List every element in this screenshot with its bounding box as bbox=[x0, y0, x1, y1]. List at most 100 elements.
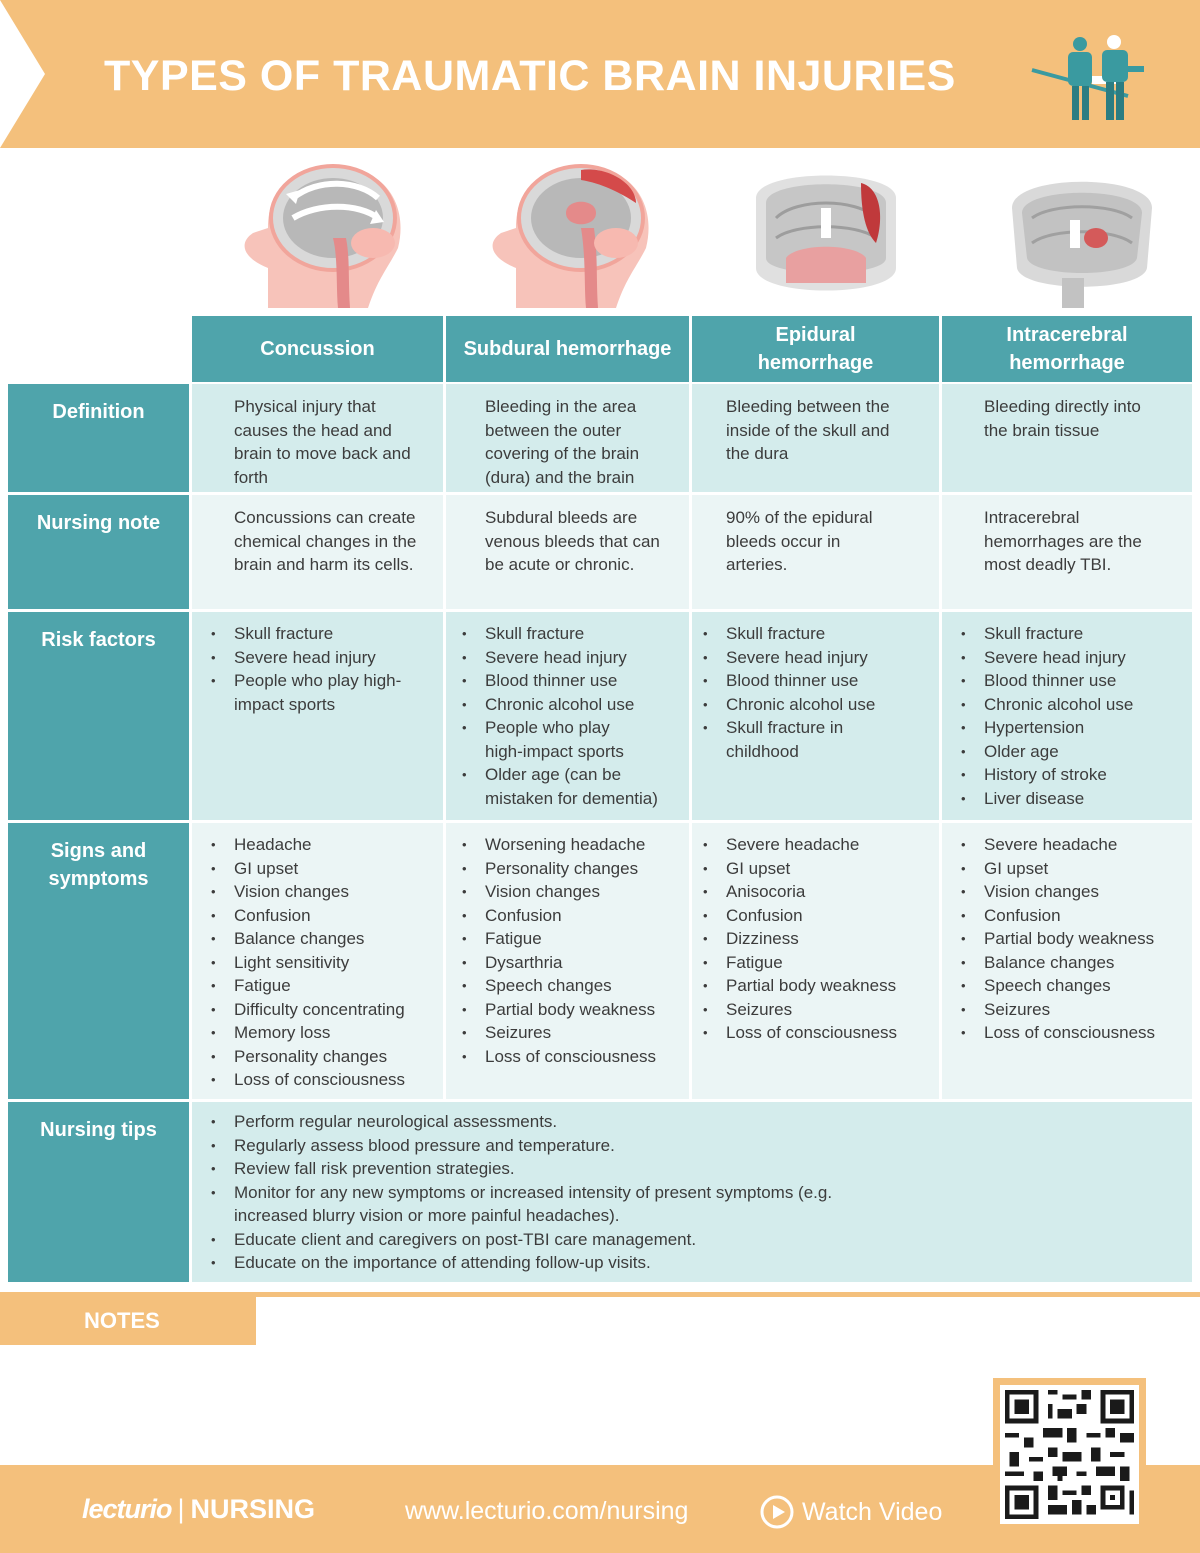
watch-video-link[interactable]: Watch Video bbox=[760, 1494, 942, 1530]
list-item: Loss of consciousness bbox=[942, 1021, 1192, 1045]
list-item: People who play high-impact sports bbox=[192, 669, 443, 716]
list-item: Confusion bbox=[942, 904, 1192, 928]
row-header-risk-factors: Risk factors bbox=[8, 612, 189, 820]
list-item: Older age (can be mistaken for dementia) bbox=[443, 763, 689, 810]
definition-intracerebral: Bleeding directly into the brain tissue bbox=[942, 384, 1192, 492]
list-item: Severe headache bbox=[684, 833, 939, 857]
concussion-illustration bbox=[244, 164, 401, 308]
col-header-epidural: Epidural hemorrhage bbox=[692, 316, 939, 382]
list-item: Severe head injury bbox=[192, 646, 443, 670]
list-item: Vision changes bbox=[942, 880, 1192, 904]
list-item: Blood thinner use bbox=[443, 669, 689, 693]
list-item: Confusion bbox=[684, 904, 939, 928]
medical-staff-icon bbox=[1031, 35, 1144, 120]
signs-epidural: Severe headache GI upset Anisocoria Conf… bbox=[692, 823, 939, 1099]
list-item: GI upset bbox=[192, 857, 443, 881]
subdural-illustration bbox=[492, 164, 649, 308]
qr-code[interactable] bbox=[993, 1378, 1146, 1531]
list-item: Fatigue bbox=[192, 974, 443, 998]
list-item: Seizures bbox=[942, 998, 1192, 1022]
chevron-decoration bbox=[0, 0, 45, 148]
list-item: Chronic alcohol use bbox=[443, 693, 689, 717]
qr-code-image bbox=[1000, 1385, 1139, 1524]
col-header-concussion: Concussion bbox=[192, 316, 443, 382]
epidural-illustration bbox=[756, 175, 896, 291]
list-item: Confusion bbox=[192, 904, 443, 928]
risk-factors-concussion: Skull fracture Severe head injury People… bbox=[192, 612, 443, 820]
col-header-intracerebral: Intracerebral hemorrhage bbox=[942, 316, 1192, 382]
list-item: Loss of consciousness bbox=[192, 1068, 443, 1092]
list-item: Educate on the importance of attending f… bbox=[192, 1251, 1192, 1275]
row-header-definition: Definition bbox=[8, 384, 189, 492]
list-item: Chronic alcohol use bbox=[942, 693, 1192, 717]
signs-subdural: Worsening headache Personality changes V… bbox=[446, 823, 689, 1099]
play-circle-icon bbox=[760, 1495, 794, 1529]
list-item: Severe head injury bbox=[684, 646, 939, 670]
list-item: Speech changes bbox=[443, 974, 689, 998]
row-header-nursing-tips: Nursing tips bbox=[8, 1102, 189, 1282]
list-item: People who play high-impact sports bbox=[443, 716, 689, 763]
list-item: Loss of consciousness bbox=[684, 1021, 939, 1045]
notes-label: NOTES bbox=[0, 1297, 256, 1345]
list-item: Confusion bbox=[443, 904, 689, 928]
list-item: Skull fracture bbox=[192, 622, 443, 646]
list-item: Partial body weakness bbox=[942, 927, 1192, 951]
page-title: TYPES OF TRAUMATIC BRAIN INJURIES bbox=[104, 52, 956, 100]
list-item: GI upset bbox=[942, 857, 1192, 881]
list-item: Severe head injury bbox=[942, 646, 1192, 670]
list-item: Educate client and caregivers on post-TB… bbox=[192, 1228, 1192, 1252]
header-banner: TYPES OF TRAUMATIC BRAIN INJURIES bbox=[0, 0, 1200, 148]
list-item: Headache bbox=[192, 833, 443, 857]
list-item: Review fall risk prevention strategies. bbox=[192, 1157, 1192, 1181]
list-item: Balance changes bbox=[192, 927, 443, 951]
watch-video-label: Watch Video bbox=[802, 1497, 943, 1526]
signs-intracerebral: Severe headache GI upset Vision changes … bbox=[942, 823, 1192, 1099]
list-item: Skull fracture bbox=[684, 622, 939, 646]
list-item: Chronic alcohol use bbox=[684, 693, 939, 717]
nursing-tips-list: Perform regular neurological assessments… bbox=[192, 1102, 1192, 1282]
list-item: Severe head injury bbox=[443, 646, 689, 670]
list-item: Skull fracture in childhood bbox=[684, 716, 939, 763]
list-item: GI upset bbox=[684, 857, 939, 881]
brand-separator: | bbox=[177, 1494, 185, 1524]
brand-name: lecturio bbox=[82, 1494, 173, 1524]
list-item: Perform regular neurological assessments… bbox=[192, 1110, 1192, 1134]
definition-concussion: Physical injury that causes the head and… bbox=[192, 384, 443, 492]
signs-concussion: Headache GI upset Vision changes Confusi… bbox=[192, 823, 443, 1099]
list-item: Fatigue bbox=[684, 951, 939, 975]
nursing-note-intracerebral: Intracerebral hemorrhages are the most d… bbox=[942, 495, 1192, 609]
col-header-subdural: Subdural hemorrhage bbox=[446, 316, 689, 382]
nursing-note-concussion: Concussions can create chemical changes … bbox=[192, 495, 443, 609]
list-item: Worsening headache bbox=[443, 833, 689, 857]
list-item: Personality changes bbox=[192, 1045, 443, 1069]
list-item: Seizures bbox=[443, 1021, 689, 1045]
brand-suffix: NURSING bbox=[190, 1494, 316, 1524]
list-item: Dysarthria bbox=[443, 951, 689, 975]
list-item: Personality changes bbox=[443, 857, 689, 881]
list-item: Partial body weakness bbox=[684, 974, 939, 998]
list-item: Blood thinner use bbox=[942, 669, 1192, 693]
list-item: Skull fracture bbox=[942, 622, 1192, 646]
nursing-note-subdural: Subdural bleeds are venous bleeds that c… bbox=[446, 495, 689, 609]
notes-divider bbox=[0, 1292, 1200, 1297]
list-item: Vision changes bbox=[192, 880, 443, 904]
list-item: Skull fracture bbox=[443, 622, 689, 646]
list-item: History of stroke bbox=[942, 763, 1192, 787]
row-header-nursing-note: Nursing note bbox=[8, 495, 189, 609]
risk-factors-epidural: Skull fracture Severe head injury Blood … bbox=[692, 612, 939, 820]
website-link[interactable]: www.lecturio.com/nursing bbox=[405, 1497, 689, 1525]
brand-logo[interactable]: lecturio|NURSING bbox=[82, 1494, 315, 1525]
list-item: Vision changes bbox=[443, 880, 689, 904]
list-item: Anisocoria bbox=[684, 880, 939, 904]
list-item: Hypertension bbox=[942, 716, 1192, 740]
list-item: Liver disease bbox=[942, 787, 1192, 811]
definition-epidural: Bleeding between the inside of the skull… bbox=[692, 384, 939, 492]
risk-factors-subdural: Skull fracture Severe head injury Blood … bbox=[446, 612, 689, 820]
list-item: Balance changes bbox=[942, 951, 1192, 975]
list-item: Difficulty concentrating bbox=[192, 998, 443, 1022]
list-item: Fatigue bbox=[443, 927, 689, 951]
risk-factors-intracerebral: Skull fracture Severe head injury Blood … bbox=[942, 612, 1192, 820]
nursing-note-epidural: 90% of the epidural bleeds occur in arte… bbox=[692, 495, 939, 609]
row-header-signs: Signs and symptoms bbox=[8, 823, 189, 1099]
list-item: Blood thinner use bbox=[684, 669, 939, 693]
